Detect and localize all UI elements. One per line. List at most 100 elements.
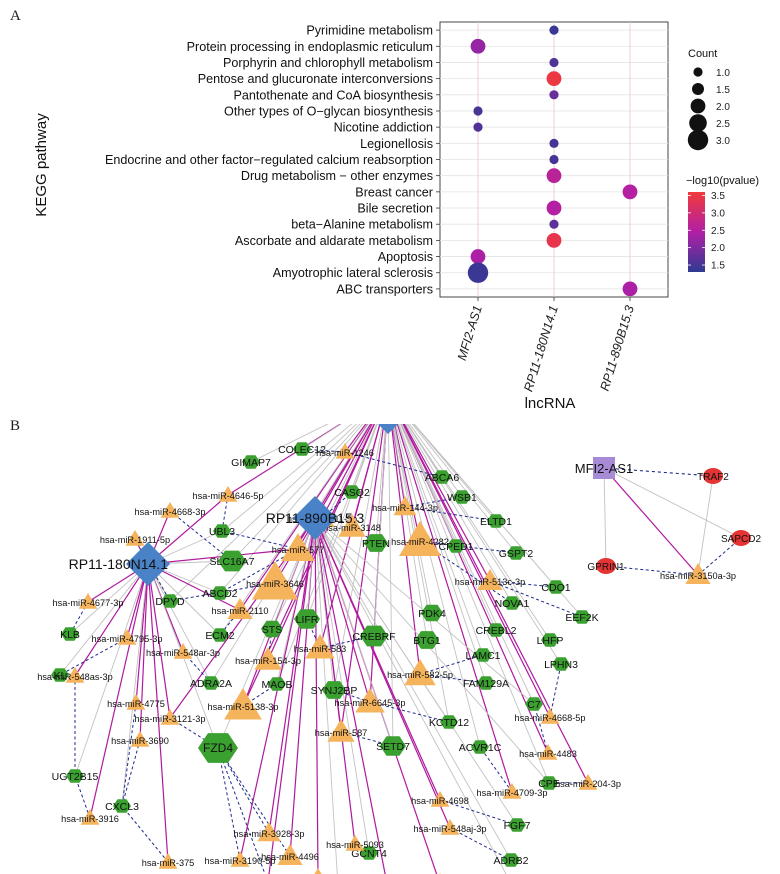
y-tick-label: Pyrimidine metabolism — [306, 24, 433, 38]
gene-node — [474, 648, 492, 662]
gene-node — [552, 657, 570, 671]
mirna-lncrna-edge — [340, 424, 385, 733]
lncrna-gene-edge — [603, 467, 607, 567]
mirna-gene-edge — [74, 775, 91, 819]
gene-node — [433, 470, 451, 484]
size-legend-label: 1.5 — [716, 85, 730, 96]
gene-node — [202, 676, 220, 690]
mirna-label: hsa-miR-1911-5p — [100, 535, 170, 545]
mirna-lncrna-edge — [321, 424, 373, 519]
mirna-gene-edge — [489, 580, 557, 588]
mirna-label: hsa-miR-3916 — [61, 814, 119, 824]
y-axis-title: KEGG pathway — [33, 113, 50, 217]
mirna-node — [399, 521, 441, 556]
lncrna-gene-edge — [219, 424, 364, 594]
lncrna-gene-edge — [392, 424, 428, 641]
mirna-lncrna-edge — [402, 424, 589, 784]
mirna-node — [338, 514, 366, 537]
size-legend-label: 2.5 — [716, 119, 730, 130]
data-point — [546, 168, 562, 184]
mirna-node — [78, 593, 98, 609]
gene-label: GIMAP7 — [231, 457, 271, 469]
gene-node — [453, 490, 471, 504]
mirna-node — [230, 851, 250, 867]
mirna-gene-edge — [404, 506, 497, 522]
mirna-label: hsa-miR-5093 — [326, 840, 384, 850]
lncrna-node — [378, 424, 398, 434]
lncrna-gene-edge — [314, 517, 450, 723]
gene-node — [61, 627, 79, 641]
color-bar-label: 3.5 — [711, 191, 725, 202]
mirna-label: hsa-miR-4496 — [261, 852, 319, 862]
gene-label: LIFR — [296, 614, 319, 626]
gene-label: KCTD12 — [429, 717, 469, 729]
lncrna-gene-edge — [400, 424, 457, 547]
lncrna-gene-edge — [301, 424, 342, 450]
gene-node — [211, 628, 229, 642]
gene-label: SYNJ2BP — [311, 685, 358, 697]
lncrna-gene-edge — [314, 517, 512, 861]
mirna-node — [430, 791, 450, 807]
lncrna-gene-edge — [314, 517, 338, 874]
gene-label: LPHN3 — [544, 659, 578, 671]
data-point — [467, 262, 489, 283]
gene-label: FAM129A — [463, 678, 509, 690]
lncrna-gene-edge — [121, 563, 149, 807]
y-tick-label: Nicotine addiction — [334, 121, 433, 135]
mirna-label: hsa-miR-3690 — [111, 736, 169, 746]
gene-label: EEF2K — [565, 612, 598, 624]
mirna-label: hsa-miR-3148 — [323, 523, 381, 533]
mirna-gene-edge — [217, 747, 241, 861]
mirna-lncrna-edge — [314, 517, 386, 874]
gene-label: CPED1 — [438, 541, 473, 553]
mirna-label: hsa-miR-1246 — [316, 448, 374, 458]
lncrna-gene-edge — [333, 424, 383, 691]
gene-label: ABCA6 — [425, 472, 460, 484]
gene-label: SETD7 — [376, 741, 410, 753]
mirna-gene-edge — [697, 475, 714, 576]
mirna-gene-edge — [121, 739, 141, 807]
gene-node — [213, 524, 231, 538]
y-tick-label: Pentose and glucuronate interconversions — [198, 72, 433, 86]
mirna-gene-edge — [479, 746, 513, 793]
mirna-label: hsa-miR-6645-3p — [335, 698, 406, 708]
mirna-lncrna-edge — [402, 424, 551, 718]
gene-label: ABCD2 — [202, 588, 237, 600]
mirna-lncrna-edge — [314, 517, 371, 703]
x-axis-title: lncRNA — [525, 395, 576, 412]
gene-label: DPYD — [155, 596, 185, 608]
lncrna-gene-edge — [231, 424, 361, 562]
gene-label: CREBL2 — [476, 625, 517, 637]
data-point — [546, 200, 562, 216]
gene-label: FZD4 — [203, 741, 233, 755]
mirna-lncrna-edge — [369, 424, 387, 703]
mirna-lncrna-edge — [268, 517, 316, 874]
gene-label: CDO1 — [541, 582, 570, 594]
y-tick-label: beta−Alanine metabolism — [291, 218, 433, 232]
mirna-gene-edge — [217, 747, 266, 874]
size-legend-dot — [689, 114, 707, 132]
y-tick-label: Protein processing in endoplasmic reticu… — [187, 40, 433, 54]
mirna-node — [345, 835, 365, 851]
mirna-node — [125, 530, 145, 546]
gene-node — [161, 594, 179, 608]
gene-label: ACVR1C — [459, 742, 502, 754]
mirna-label: hsa-miR-4483 — [519, 749, 577, 759]
gene-node — [503, 596, 521, 610]
gene-node — [415, 631, 439, 649]
mirna-node — [393, 496, 417, 516]
gene-label: LHFP — [537, 635, 564, 647]
mirna-gene-edge — [219, 548, 299, 594]
gene-node — [364, 534, 388, 552]
gene-label: ECM2 — [205, 630, 234, 642]
gene-node — [507, 546, 525, 560]
mirna-label: hsa-miR-4646-5p — [193, 491, 264, 501]
gene-node — [596, 558, 616, 574]
lncrna-gene-edge — [169, 424, 358, 602]
mirna-label: hsa-miR-3646 — [246, 579, 304, 589]
mirna-node — [502, 783, 522, 799]
data-point — [549, 219, 559, 229]
mirna-node — [685, 563, 711, 584]
mirna-node — [65, 667, 85, 683]
